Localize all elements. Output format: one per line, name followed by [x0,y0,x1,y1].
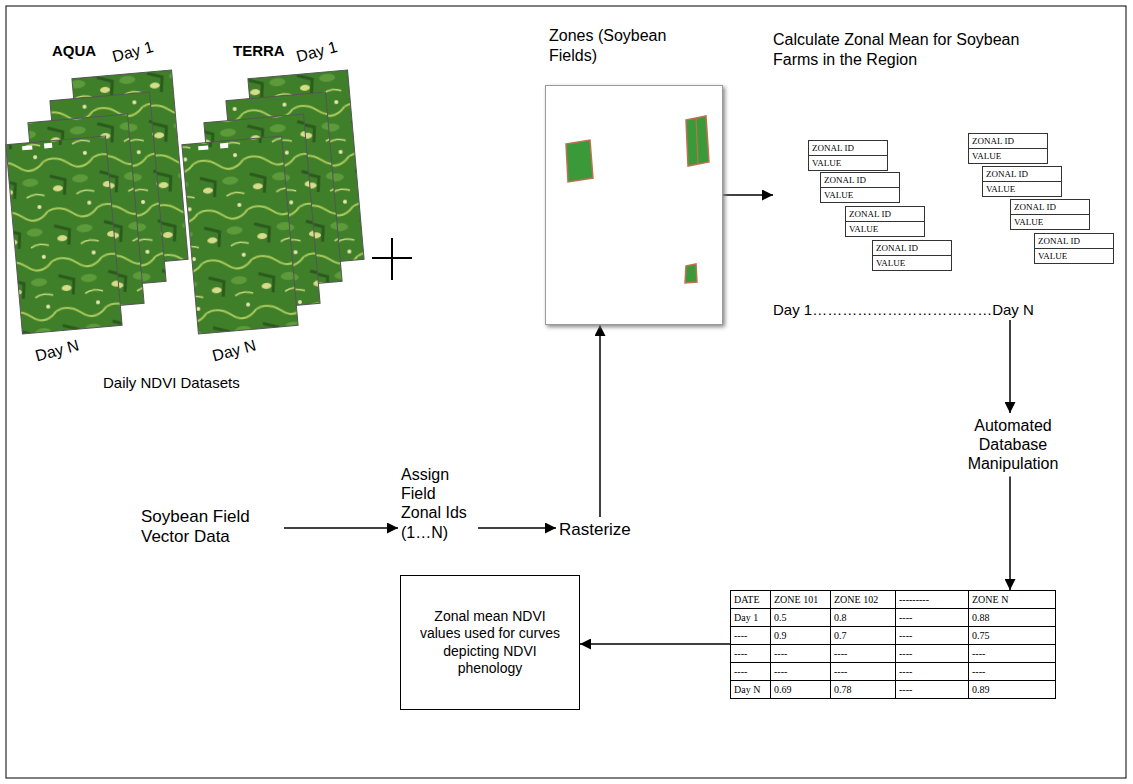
record-field: ZONAL ID [846,207,924,222]
table-cell: 0.89 [969,681,1056,699]
node-text: Rasterize [559,520,631,540]
flow-arrow [580,643,730,645]
table-cell: ---- [831,663,896,681]
record-field: ZONAL ID [983,167,1061,182]
table-cell: ---- [731,645,771,663]
frame [6,6,1126,778]
node-text: Soybean Field Vector Data [141,507,281,548]
field-shapes [546,86,722,324]
zonal-record-card: ZONAL IDVALUE [968,133,1048,164]
table-cell: ---- [896,609,969,627]
zonal-record-card: ZONAL IDVALUE [808,140,888,171]
table-cell: DATE [731,591,771,609]
zonal-record-card: ZONAL IDVALUE [820,172,900,203]
record-field: ZONAL ID [1035,234,1113,249]
terra-image-stack [182,70,364,334]
record-field: VALUE [1011,215,1089,229]
table-cell: ---- [831,645,896,663]
table-cell: 0.88 [969,609,1056,627]
zonal-record-card: ZONAL IDVALUE [1034,233,1114,264]
table-cell: 0.7 [831,627,896,645]
flow-arrow [723,194,773,196]
table-cell: ---- [731,663,771,681]
process-step: Automated Database Manipulation [958,413,1068,477]
table-cell: ---- [896,663,969,681]
table-cell: ---- [896,645,969,663]
record-field: ZONAL ID [821,173,899,188]
record-field: VALUE [969,149,1047,163]
table-cell: 0.69 [771,681,831,699]
zonal-record-card: ZONAL IDVALUE [845,206,925,237]
node-text: Automated Database Manipulation [961,416,1065,474]
zone-heading: Zones (Soybean Fields) [545,26,689,66]
table-cell: ZONE 102 [831,591,896,609]
table-cell: ---- [771,663,831,681]
table-cell: ---- [896,627,969,645]
table-cell: ZONE 101 [771,591,831,609]
process-step: Rasterize [556,517,634,543]
node-text: Assign Field Zonal Ids (1…N) [401,465,475,542]
record-field: VALUE [846,222,924,236]
zone-map [545,85,723,325]
output-box: Zonal mean NDVI values used for curves d… [400,575,580,710]
zonal-record-card: ZONAL IDVALUE [982,166,1062,197]
satellite-name: AQUA [52,42,96,59]
day-range: Day 1………………………………Day N [773,301,1034,318]
flow-arrow [284,527,398,529]
data-table: DATEZONE 101ZONE 102---------ZONE N Day 1… [730,590,1056,699]
table-cell: ---- [969,663,1056,681]
table-cell: 0.75 [969,627,1056,645]
table-cell: ---- [896,681,969,699]
table-cell: Day N [731,681,771,699]
day-label: Day 1 [110,38,155,66]
day-label: Day N [33,337,81,366]
table-cell: ---- [771,645,831,663]
record-field: ZONAL ID [809,141,887,156]
table-cell: --------- [896,591,969,609]
record-field: ZONAL ID [969,134,1047,149]
satellite-name: TERRA [233,42,285,59]
table-cell: Day 1 [731,609,771,627]
flow-arrow [478,527,556,529]
table-cell: 0.9 [771,627,831,645]
day-label: Day N [210,337,258,366]
table-cell: 0.8 [831,609,896,627]
input-data: Soybean Field Vector Data [138,504,284,551]
flow-arrow [1009,477,1011,590]
aqua-image-stack [6,70,188,334]
record-field: ZONAL ID [873,241,951,256]
table-cell: ---- [731,627,771,645]
record-field: VALUE [983,182,1061,196]
zonal-record-card: ZONAL IDVALUE [1010,199,1090,230]
record-field: ZONAL ID [1011,200,1089,215]
table-cell: 0.78 [831,681,896,699]
record-field: VALUE [809,156,887,170]
plus-sign [372,238,412,280]
record-field: VALUE [821,188,899,202]
record-field: VALUE [1035,249,1113,263]
dataset-caption: Daily NDVI Datasets [103,374,240,391]
day-label: Day 1 [294,38,339,66]
flow-arrow [1009,320,1011,413]
process-step: Assign Field Zonal Ids (1…N) [398,462,478,545]
zone-map-panel: Zones (Soybean Fields) [545,26,723,325]
flow-arrow [599,325,601,517]
table-cell: ---- [969,645,1056,663]
step-heading: Calculate Zonal Mean for Soybean Farms i… [773,30,1043,70]
zonal-record-card: ZONAL IDVALUE [872,240,952,271]
node-text: Zonal mean NDVI values used for curves d… [413,608,567,678]
table-cell: 0.5 [771,609,831,627]
record-field: VALUE [873,256,951,270]
table-cell: ZONE N [969,591,1056,609]
